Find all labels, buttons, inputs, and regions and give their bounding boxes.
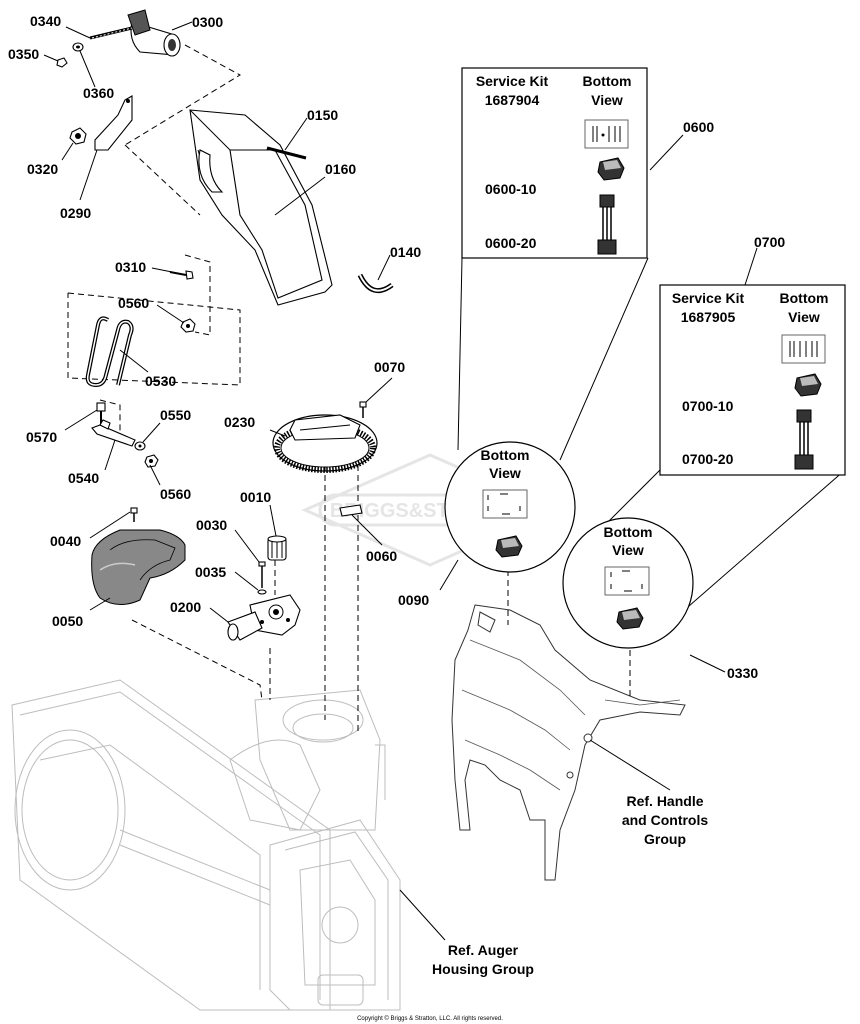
label-0550: 0550 (160, 407, 191, 423)
kit2-view-line1: Bottom (780, 290, 829, 306)
part-0560-nut-upper (180, 318, 196, 333)
label-0570: 0570 (26, 429, 57, 445)
part-labels: 0340 0300 0350 0360 0320 0290 0150 0160 … (8, 13, 785, 681)
part-0035-washer (257, 589, 267, 595)
kit2-switch-bottom-view (781, 334, 826, 364)
part-0530-spring (85, 316, 134, 388)
kit2-wire-harness (794, 409, 814, 470)
part-0540-bracket (91, 419, 136, 447)
label-0150: 0150 (307, 107, 338, 123)
ref-handle-line2: and Controls (622, 812, 709, 828)
ref-handle-line1: Ref. Handle (626, 793, 703, 809)
part-0050-cover (91, 529, 186, 605)
label-0060: 0060 (366, 548, 397, 564)
label-0160: 0160 (325, 161, 356, 177)
kit2-view-line2: View (788, 309, 820, 325)
bv0330-line2: View (612, 542, 644, 558)
ref-auger-line2: Housing Group (432, 961, 534, 977)
label-0010: 0010 (240, 489, 271, 505)
label-0300: 0300 (192, 14, 223, 30)
bv0330-line1: Bottom (604, 524, 653, 540)
bv0090-line1: Bottom (481, 447, 530, 463)
kit1-view-line1: Bottom (583, 73, 632, 89)
label-0530: 0530 (145, 373, 176, 389)
bottom-view-circle-0330: Bottom View (562, 517, 694, 649)
label-0360: 0360 (83, 85, 114, 101)
part-0160-chute (189, 109, 333, 306)
part-0300-motor (89, 9, 181, 57)
switch-0330-icon (616, 607, 644, 630)
part-0560-nut-lower (144, 454, 159, 468)
label-0140: 0140 (390, 244, 421, 260)
reference-labels: Ref. Handle and Controls Group Ref. Auge… (432, 793, 708, 977)
label-0030: 0030 (196, 517, 227, 533)
label-0290: 0290 (60, 205, 91, 221)
part-0230-ring-gear (272, 414, 378, 473)
bv0090-line2: View (489, 465, 521, 481)
label-0350: 0350 (8, 46, 39, 62)
kit2-title-line1: Service Kit (672, 290, 745, 306)
label-0230: 0230 (224, 414, 255, 430)
auger-housing-drawing (11, 679, 401, 1011)
label-0700: 0700 (754, 234, 785, 250)
leader-lines (43, 21, 846, 941)
kit1-rocker-switch (597, 157, 625, 181)
kit2-rocker-switch (794, 373, 822, 397)
kit1-switch-bottom-view (584, 119, 629, 149)
bottom-view-circle-0090: Bottom View (444, 441, 576, 573)
label-0540: 0540 (68, 470, 99, 486)
label-0200: 0200 (170, 599, 201, 615)
part-0070-screw (359, 401, 367, 418)
label-0050: 0050 (52, 613, 83, 629)
kit1-view-line2: View (591, 92, 623, 108)
kit1-title-line1: Service Kit (476, 73, 549, 89)
part-0060-clip (339, 504, 363, 517)
label-0090: 0090 (398, 592, 429, 608)
part-0150-deflector-strip (266, 146, 307, 160)
kit1-title-line2: 1687904 (485, 92, 540, 108)
label-0600-20: 0600-20 (485, 235, 537, 251)
part-0010-knob (267, 535, 287, 561)
label-0700-10: 0700-10 (682, 398, 734, 414)
ref-auger-line1: Ref. Auger (448, 942, 519, 958)
part-0290-bracket (94, 95, 133, 151)
label-0560-upper: 0560 (118, 295, 149, 311)
kit2-title-line2: 1687905 (681, 309, 736, 325)
service-kit-1687904-box: Service Kit 1687904 Bottom View (461, 67, 648, 259)
label-0600-10: 0600-10 (485, 181, 537, 197)
label-0330: 0330 (727, 665, 758, 681)
label-0040: 0040 (50, 533, 81, 549)
part-0360-washer (72, 42, 84, 52)
label-0600: 0600 (683, 119, 714, 135)
part-0040-screw (130, 507, 138, 522)
label-0310: 0310 (115, 259, 146, 275)
part-0320-nut (69, 127, 87, 145)
label-0560-lower: 0560 (160, 486, 191, 502)
switch-0090-icon (495, 535, 523, 558)
label-0320: 0320 (27, 161, 58, 177)
service-kit-1687905-box: Service Kit 1687905 Bottom View (659, 284, 846, 476)
label-0070: 0070 (374, 359, 405, 375)
label-0700-20: 0700-20 (682, 451, 734, 467)
part-0350-nut (56, 57, 68, 68)
ref-handle-line3: Group (644, 831, 686, 847)
part-0030-screw (258, 561, 266, 588)
label-0035: 0035 (195, 564, 226, 580)
part-0310-screw (169, 270, 194, 280)
assembly-lines (67, 44, 631, 735)
copyright-text: Copyright © Briggs & Stratton, LLC. All … (357, 1015, 503, 1022)
part-0140-clip (357, 273, 394, 294)
part-0550-bushing (134, 441, 146, 451)
kit1-wire-harness (597, 194, 617, 255)
label-0340: 0340 (30, 13, 61, 29)
part-0200-gear-motor (227, 594, 301, 641)
